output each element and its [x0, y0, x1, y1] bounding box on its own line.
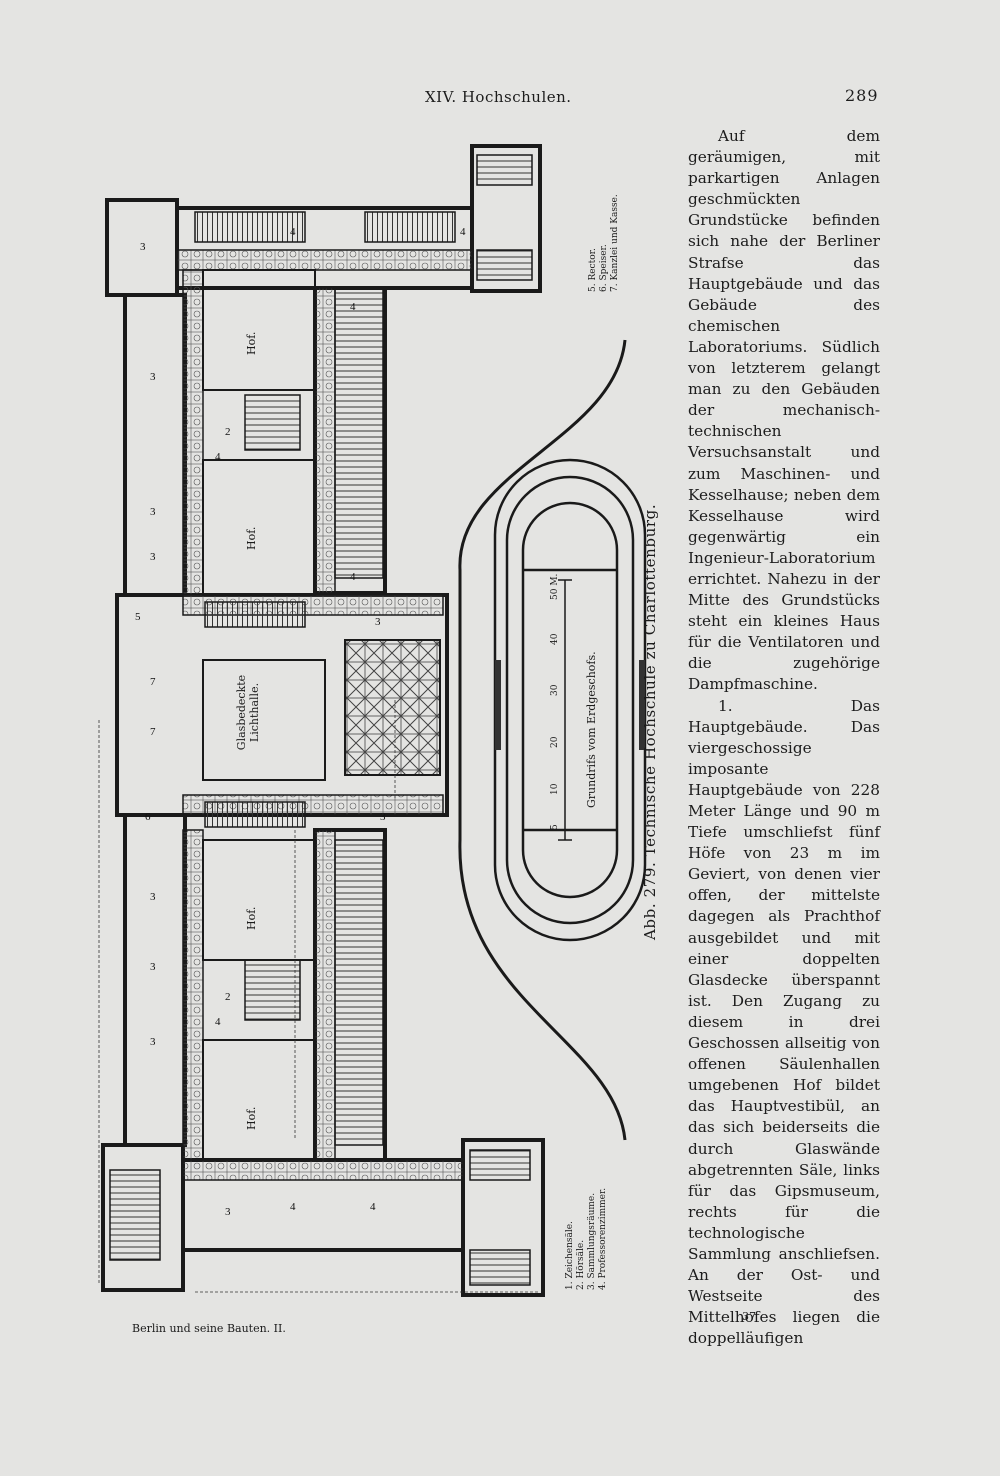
svg-text:2: 2 — [225, 991, 231, 1003]
scale-label-10: 10 — [550, 783, 560, 795]
footer-signature: 37 — [742, 1310, 756, 1323]
svg-text:4: 4 — [460, 226, 466, 238]
svg-text:3: 3 — [380, 811, 386, 823]
svg-text:3: 3 — [140, 241, 146, 253]
scale-label-5: 5 — [550, 824, 560, 830]
svg-text:4: 4 — [350, 571, 356, 583]
running-head: XIV. Hochschulen. — [425, 88, 572, 106]
courtyard-label-4: Hof. — [245, 1106, 258, 1130]
svg-text:3: 3 — [150, 961, 156, 973]
svg-text:4: 4 — [215, 1016, 221, 1028]
legend-bottom: 1. Zeichensäle. 2. Hörsäle. 3. Sammlungs… — [565, 1188, 609, 1290]
scale-label-20: 20 — [550, 736, 560, 748]
legend-top: 5. Rector. 6. Speiser. 7. Kanzlei und Ka… — [588, 194, 621, 292]
floor-plan-figure: 3 3 3 3 5 3 7 7 6 3 3 3 3 3 4 4 4 4 4 4 — [95, 140, 659, 1300]
courtyard-label-2: Hof. — [245, 526, 258, 550]
svg-text:3: 3 — [150, 371, 156, 383]
scale-label-50: 50 M. — [550, 573, 560, 600]
body-paragraph-1: Auf dem geräumigen, mit parkartigen Anla… — [688, 127, 880, 694]
legend-bottom-item-3: 3. Sammlungsräume. — [587, 1192, 597, 1290]
svg-text:4: 4 — [215, 451, 221, 463]
footer-source: Berlin und seine Bauten. II. — [132, 1322, 286, 1335]
courtyard-label-3: Hof. — [245, 906, 258, 930]
svg-text:4: 4 — [350, 301, 356, 313]
body-text-column: Auf dem geräumigen, mit parkartigen Anla… — [688, 126, 880, 1349]
legend-top-item-7: 7. Kanzlei und Kasse. — [610, 194, 620, 292]
floor-plan-drawing: 3 3 3 3 5 3 7 7 6 3 3 3 3 3 4 4 4 4 4 4 — [98, 144, 647, 1297]
svg-text:3: 3 — [150, 551, 156, 563]
svg-text:6: 6 — [145, 811, 151, 823]
legend-bottom-item-1: 1. Zeichensäle. — [565, 1221, 575, 1290]
svg-text:7: 7 — [150, 726, 156, 738]
svg-text:3: 3 — [150, 506, 156, 518]
scale-label-30: 30 — [550, 684, 560, 696]
svg-text:2: 2 — [225, 426, 231, 438]
scale-label-40: 40 — [550, 633, 560, 645]
legend-bottom-item-2: 2. Hörsäle. — [576, 1239, 586, 1290]
svg-text:5: 5 — [135, 611, 141, 623]
svg-text:3: 3 — [150, 1036, 156, 1048]
svg-text:7: 7 — [150, 676, 156, 688]
body-paragraph-2: 1. Das Hauptgebäude. Das viergeschossige… — [688, 696, 880, 1348]
legend-top-item-6: 6. Speiser. — [599, 244, 609, 292]
svg-text:4: 4 — [290, 1201, 296, 1213]
page-number: 289 — [845, 86, 879, 105]
svg-text:3: 3 — [375, 616, 381, 628]
courtyard-label-lichthalle: Glasbedeckte Lichthalle. — [235, 674, 261, 751]
plan-title: Grundrifs vom Erdgeschofs. — [585, 651, 598, 808]
legend-bottom-item-4: 4. Professorenzimmer. — [598, 1187, 608, 1290]
svg-text:3: 3 — [150, 891, 156, 903]
svg-text:3: 3 — [225, 1206, 231, 1218]
svg-text:4: 4 — [290, 226, 296, 238]
svg-text:4: 4 — [370, 1201, 376, 1213]
figure-caption: Abb. 279. Technische Hochschule zu Charl… — [641, 503, 659, 940]
courtyard-label-1: Hof. — [245, 331, 258, 355]
legend-top-item-5: 5. Rector. — [588, 248, 598, 292]
